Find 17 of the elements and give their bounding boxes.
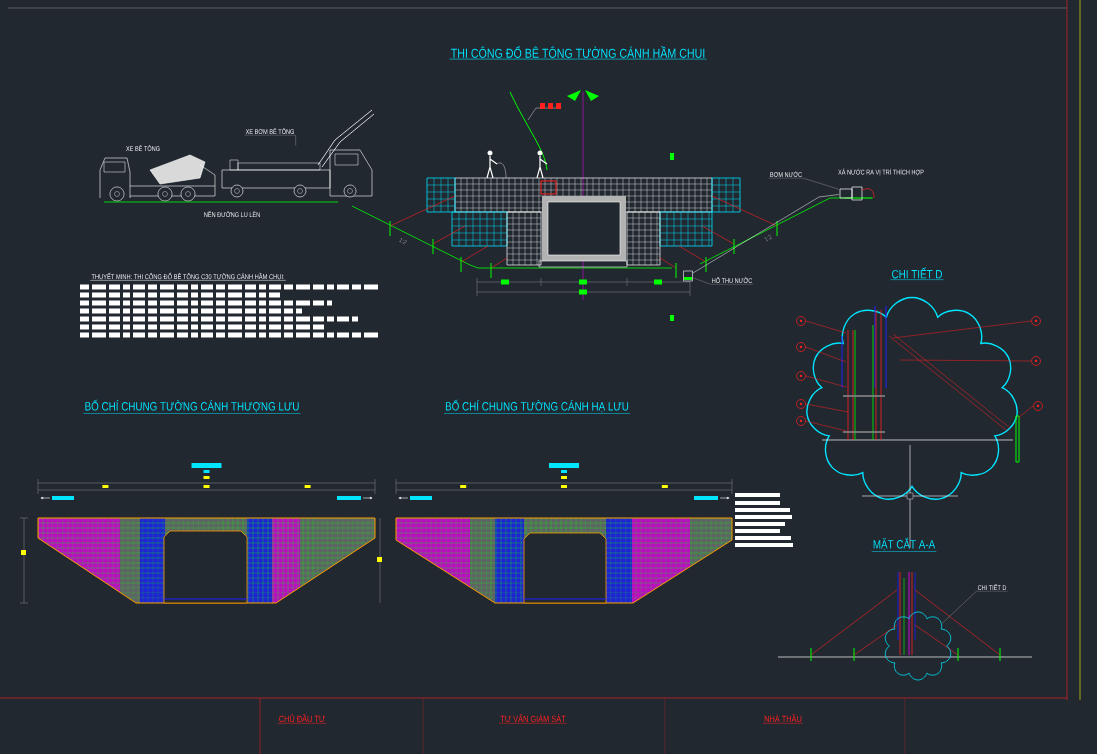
title-block-heading: NHÀ THẦU (762, 713, 804, 724)
drawing-title: THI CÔNG ĐỔ BÊ TÔNG TƯỜNG CÁNH HẦM CHUI (449, 46, 707, 60)
drain-hose (692, 194, 840, 274)
leader-line (295, 134, 296, 147)
title-block-heading: TƯ VẤN GIÁM SÁT (498, 713, 568, 724)
pump-truck-drawing (221, 109, 375, 198)
water-pump-drawing (839, 186, 875, 201)
leader-line (692, 277, 711, 285)
view-heading: BỐ CHÍ CHUNG TƯỜNG CÁNH HẠ LƯU (443, 399, 631, 414)
leader-line (941, 591, 977, 624)
leader-line (803, 177, 840, 190)
detail-cloud (884, 611, 952, 681)
view-heading: MẶT CẮT A-A (871, 537, 937, 552)
title-block-heading: CHỦ ĐẦU TƯ (277, 713, 327, 724)
view-heading: CHI TIẾT D (890, 267, 944, 280)
view-heading: BỐ CHÍ CHUNG TƯỜNG CÁNH THƯỢNG LƯU (83, 399, 301, 414)
sump-pit (683, 270, 693, 282)
